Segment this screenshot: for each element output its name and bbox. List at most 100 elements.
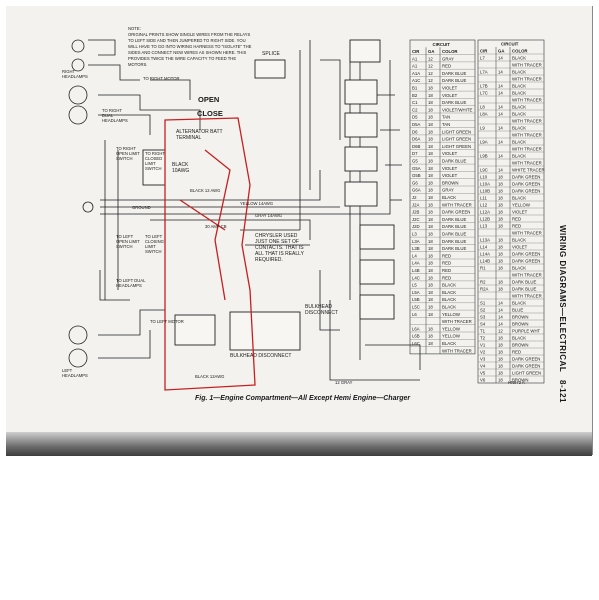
to-left-dual-label: HEADLAMPS xyxy=(116,283,142,288)
relay-box xyxy=(359,224,395,250)
table-cell: 18 xyxy=(428,341,433,346)
relay-box xyxy=(344,112,378,138)
table-cell: D7 xyxy=(412,151,418,156)
table-cell: 14 xyxy=(498,321,503,326)
table-cell: DARK BLUE xyxy=(442,224,466,229)
table-cell: DARK BLUE xyxy=(442,239,466,244)
note-line: MOTORS. xyxy=(128,62,147,67)
table-cell: BLACK xyxy=(512,55,526,60)
table-cell: 14 xyxy=(498,167,503,172)
table-header: GA xyxy=(498,49,504,54)
relay-box xyxy=(344,79,378,105)
table-cell: V1 xyxy=(480,342,486,347)
table-cell: L3A xyxy=(412,239,420,244)
table-header: COLOR xyxy=(442,49,458,54)
right-closed-limit-label: SWITCH xyxy=(145,166,162,171)
table-cell: 18 xyxy=(428,290,433,295)
table-cell: D5A xyxy=(412,122,420,127)
relay-box xyxy=(344,146,378,172)
open-label: OPEN xyxy=(198,95,219,104)
table-cell: L12 xyxy=(480,202,488,207)
table-cell: B1 xyxy=(412,86,418,91)
table-cell: 18 xyxy=(498,181,503,186)
table-cell: 14 xyxy=(498,153,503,158)
table-cell: WITH TRACER xyxy=(442,348,472,353)
chrysler-note-line: REQUIRED. xyxy=(255,257,283,263)
table-title: CIRCUIT xyxy=(501,42,519,47)
ground-symbol xyxy=(82,201,94,213)
table-cell: 18 xyxy=(498,251,503,256)
table-cell: 18 xyxy=(428,107,433,112)
chrysler-note-line: ALL THAT IS REALLY xyxy=(255,251,305,257)
table-cell: BLACK xyxy=(442,305,456,310)
table-cell: 18 xyxy=(428,86,433,91)
table-cell: DARK BLUE xyxy=(512,279,536,284)
table-cell: L8 xyxy=(480,104,485,109)
table-cell: L4B xyxy=(412,268,420,273)
table-cell: WITH TRACER xyxy=(512,76,542,81)
table-cell: 18 xyxy=(498,363,503,368)
table-cell: 18 xyxy=(498,195,503,200)
table-cell: L5C xyxy=(412,305,420,310)
table-cell: 18 xyxy=(428,334,433,339)
table-header: GA xyxy=(428,49,434,54)
table-cell: A1A xyxy=(412,71,420,76)
table-cell: 18 xyxy=(498,188,503,193)
right-closed-limit-label: LIMIT xyxy=(145,161,156,166)
table-cell: YELLOW xyxy=(442,326,461,331)
table-cell: A1 xyxy=(412,56,418,61)
table-cell: BLACK xyxy=(442,297,456,302)
bulkhead-label: DISCONNECT xyxy=(305,310,338,316)
table-header: CIR xyxy=(480,49,488,54)
table-cell: 18 xyxy=(428,195,433,200)
to-left-motor-label: TO LEFT MOTOR xyxy=(150,319,184,324)
left-closing-limit-label: CLOSING xyxy=(145,239,164,244)
table-cell: 14 xyxy=(498,111,503,116)
table-cell: DARK BLUE xyxy=(442,159,466,164)
table-cell: BLACK xyxy=(512,237,526,242)
table-cell: DARK GREEN xyxy=(442,210,470,215)
black-12awg-label: BLACK 12 AWG xyxy=(190,188,220,193)
to-right-dual-label: DUAL xyxy=(102,113,114,118)
alternator-label: ALTERNATOR BATT xyxy=(176,129,223,135)
note-line: WILL HAVE TO GO INTO WIRING HARNESS TO "… xyxy=(128,44,252,49)
black-10awg-label: 10AWG xyxy=(172,168,189,174)
table-cell: L6 xyxy=(412,312,417,317)
table-cell: V6 xyxy=(480,377,486,382)
table-cell: 18 xyxy=(428,144,433,149)
right-closed-limit-label: CLOSED xyxy=(145,156,162,161)
headlamp-symbol xyxy=(71,39,85,53)
table-cell: BROWN xyxy=(512,377,528,382)
table-cell: 18 xyxy=(498,258,503,263)
to-right-dual-label: TO RIGHT xyxy=(102,108,122,113)
table-cell: PURPLE WHT xyxy=(512,328,541,333)
table-cell: BLACK xyxy=(512,139,526,144)
headlamp-symbol xyxy=(68,348,88,368)
relay-box xyxy=(344,181,378,207)
note-line: ORIGINAL PRINTS SHOW SINGLE WIRES FROM T… xyxy=(128,32,251,37)
table-cell: S4 xyxy=(480,321,486,326)
table-cell: 18 xyxy=(498,279,503,284)
table-cell: DARK BLUE xyxy=(512,286,536,291)
right-headlamps-label: HEADLAMPS xyxy=(62,74,88,79)
page-number: 8-121 xyxy=(558,380,567,403)
table-cell: 12 xyxy=(428,78,433,83)
gray-bottom-label: 12 GRAY xyxy=(335,380,353,385)
table-cell: GRAY xyxy=(442,56,454,61)
table-cell: WITH TRACER xyxy=(512,118,542,123)
table-cell: 18 xyxy=(428,224,433,229)
table-cell: J2A xyxy=(412,202,420,207)
table-cell: S1 xyxy=(480,300,486,305)
table-cell: BLACK xyxy=(442,283,456,288)
table-cell: WITH TRACER xyxy=(512,160,542,165)
table-cell: RED xyxy=(442,261,451,266)
table-cell: 18 xyxy=(498,342,503,347)
table-cell: 18 xyxy=(428,232,433,237)
table-cell: VIOLET xyxy=(442,173,458,178)
table-cell: 18 xyxy=(428,129,433,134)
table-cell: VIOLET xyxy=(442,86,458,91)
table-cell: 18 xyxy=(428,100,433,105)
table-cell: BLACK xyxy=(512,83,526,88)
table-cell: L5A xyxy=(412,290,420,295)
